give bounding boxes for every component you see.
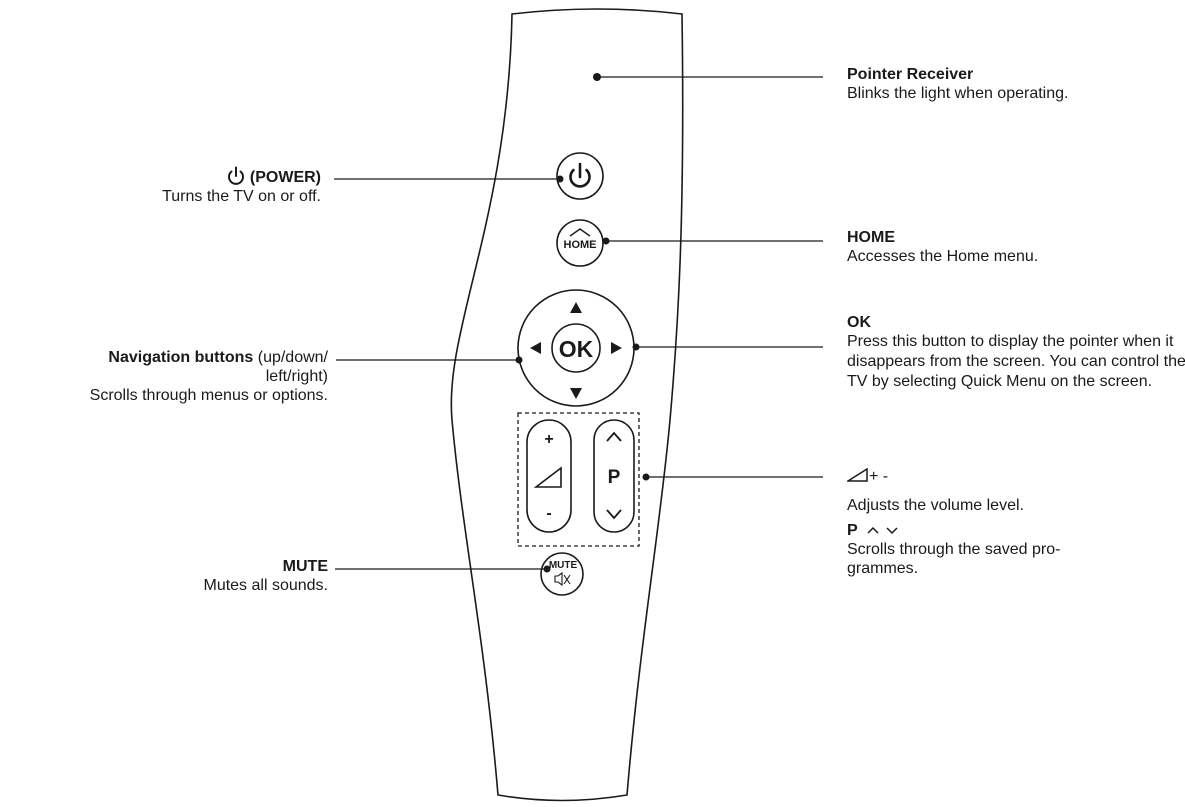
navigation-leader-dot	[515, 356, 523, 364]
nav-down-arrow-icon[interactable]	[570, 388, 582, 399]
power-title: (POWER)	[162, 166, 321, 187]
programme-desc-line1: Scrolls through the saved pro-	[847, 541, 1061, 558]
volume-desc: Adjusts the volume level.	[847, 497, 1024, 514]
ok-leader-dot	[632, 343, 640, 351]
volume-rocker[interactable]: + -	[526, 419, 572, 533]
ok-button-label: OK	[559, 336, 594, 362]
home-desc: Accesses the Home menu.	[847, 248, 1039, 265]
volume-label: + - Adjusts the volume level.	[845, 467, 1024, 515]
navigation-desc: Scrolls through menus or options.	[89, 387, 328, 404]
home-leader-dot	[602, 237, 610, 245]
channel-button-label: P	[608, 467, 621, 488]
home-label: HOME Accesses the Home menu.	[847, 228, 1038, 266]
ok-button[interactable]: OK	[551, 323, 601, 373]
pointer-receiver-title: Pointer Receiver	[847, 66, 974, 83]
volume-up-label[interactable]: +	[544, 431, 553, 448]
volume-channel-group-outline	[517, 412, 640, 547]
home-title: HOME	[847, 229, 895, 246]
programme-label: P Scrolls through the saved pro- grammes…	[847, 521, 1060, 578]
volume-icon	[533, 466, 562, 488]
ok-desc: Press this button to display the pointer…	[847, 333, 1185, 390]
navigation-line2: left/right)	[265, 368, 328, 385]
mute-button[interactable]: MUTE	[540, 552, 584, 596]
pointer-receiver-label: Pointer Receiver Blinks the light when o…	[847, 65, 1068, 103]
power-icon	[569, 162, 591, 188]
channel-down-icon[interactable]	[606, 509, 622, 520]
navigation-title: Navigation buttons (up/down/	[108, 349, 328, 366]
mute-button-label: MUTE	[549, 560, 578, 571]
volume-channel-leader-dot	[642, 473, 650, 481]
volume-title: + -	[845, 467, 1024, 486]
power-label: (POWER) Turns the TV on or off.	[162, 166, 321, 206]
pointer-receiver-desc: Blinks the light when operating.	[847, 85, 1069, 102]
volume-down-label[interactable]: -	[546, 505, 551, 522]
nav-right-arrow-icon[interactable]	[611, 342, 622, 354]
power-button[interactable]	[556, 152, 604, 200]
channel-up-icon[interactable]	[606, 431, 622, 442]
mute-desc: Mutes all sounds.	[203, 577, 328, 594]
mute-speaker-icon	[554, 571, 571, 587]
nav-up-arrow-icon[interactable]	[570, 302, 582, 313]
programme-desc-line2: grammes.	[847, 560, 919, 577]
ok-title: OK	[847, 314, 871, 331]
chevron-up-icon	[867, 526, 879, 534]
mute-title: MUTE	[282, 558, 328, 575]
ok-label: OK Press this button to display the poin…	[847, 313, 1185, 392]
power-desc: Turns the TV on or off.	[162, 188, 321, 205]
channel-rocker[interactable]: P	[593, 419, 635, 533]
leader-lines	[334, 76, 823, 573]
navigation-label: Navigation buttons (up/down/ left/right)…	[90, 348, 328, 405]
volume-icon	[845, 467, 868, 482]
chevron-down-icon	[886, 527, 898, 535]
home-button-label: HOME	[564, 239, 597, 251]
home-roof-icon	[569, 228, 591, 237]
programme-title: P	[847, 521, 1060, 540]
mute-leader-dot	[543, 565, 551, 573]
power-icon	[228, 166, 245, 185]
nav-left-arrow-icon[interactable]	[530, 342, 541, 354]
power-leader-dot	[556, 175, 564, 183]
home-button[interactable]: HOME	[556, 219, 604, 267]
mute-label: MUTE Mutes all sounds.	[203, 557, 328, 595]
